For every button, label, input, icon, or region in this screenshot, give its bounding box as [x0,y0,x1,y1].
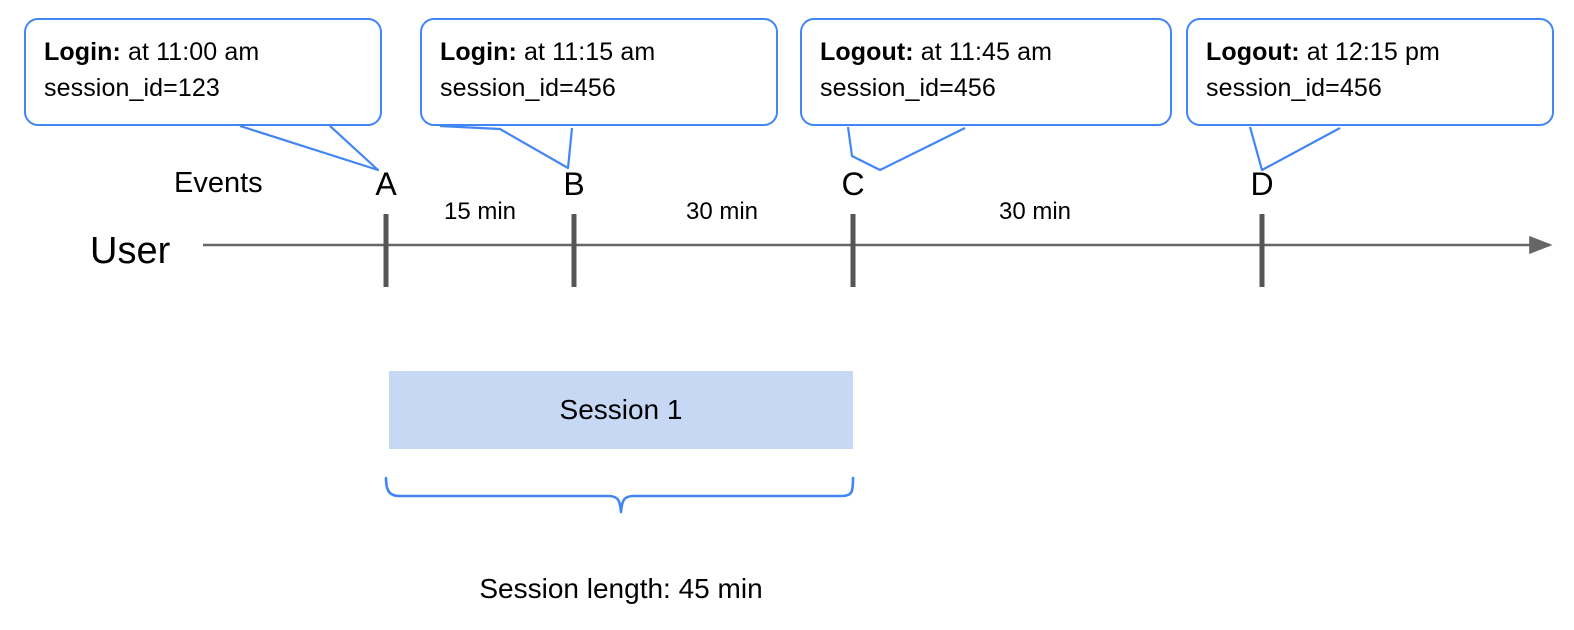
session-length-caption: Session length: 45 min [479,573,763,604]
callout-4-session-id: session_id=456 [1206,74,1382,102]
callout-login-b[interactable]: Login: at 11:15 am session_id=456 [420,18,778,126]
tick-label-b: B [563,166,585,202]
callout-2-event-label: Login: [440,38,517,66]
callout-1-event-label: Login: [44,38,121,66]
callout-1-line-1: Login: at 11:00 am [44,34,364,70]
callout-2-session-id: session_id=456 [440,74,616,102]
callout-2-time: at 11:15 am [516,38,656,66]
callout-3-time: at 11:45 am [913,38,1053,66]
callout-1-time: at 11:00 am [120,38,260,66]
session-bar[interactable]: Session 1 [389,371,853,449]
callout-4-event-label: Logout: [1206,38,1300,66]
tick-label-d: D [1250,166,1274,202]
callout-3-line-1: Logout: at 11:45 am [820,34,1154,70]
user-row-label: User [90,230,171,272]
callout-2-line-1: Login: at 11:15 am [440,34,760,70]
gap-label-b-c: 30 min [685,198,759,225]
callout-3-event-label: Logout: [820,38,914,66]
session-bar-label: Session 1 [559,394,683,425]
tick-label-a: A [375,166,397,202]
callout-4-time: at 12:15 pm [1299,38,1440,66]
callout-login-a[interactable]: Login: at 11:00 am session_id=123 [24,18,382,126]
events-row-label: Events [174,167,263,199]
callout-1-session-id: session_id=123 [44,74,220,102]
gap-label-a-b: 15 min [443,198,517,225]
gap-label-c-d: 30 min [998,198,1072,225]
callout-logout-d[interactable]: Logout: at 12:15 pm session_id=456 [1186,18,1554,126]
tick-label-c: C [841,166,865,202]
callout-3-session-id: session_id=456 [820,74,996,102]
callout-4-line-1: Logout: at 12:15 pm [1206,34,1536,70]
callout-logout-c[interactable]: Logout: at 11:45 am session_id=456 [800,18,1172,126]
